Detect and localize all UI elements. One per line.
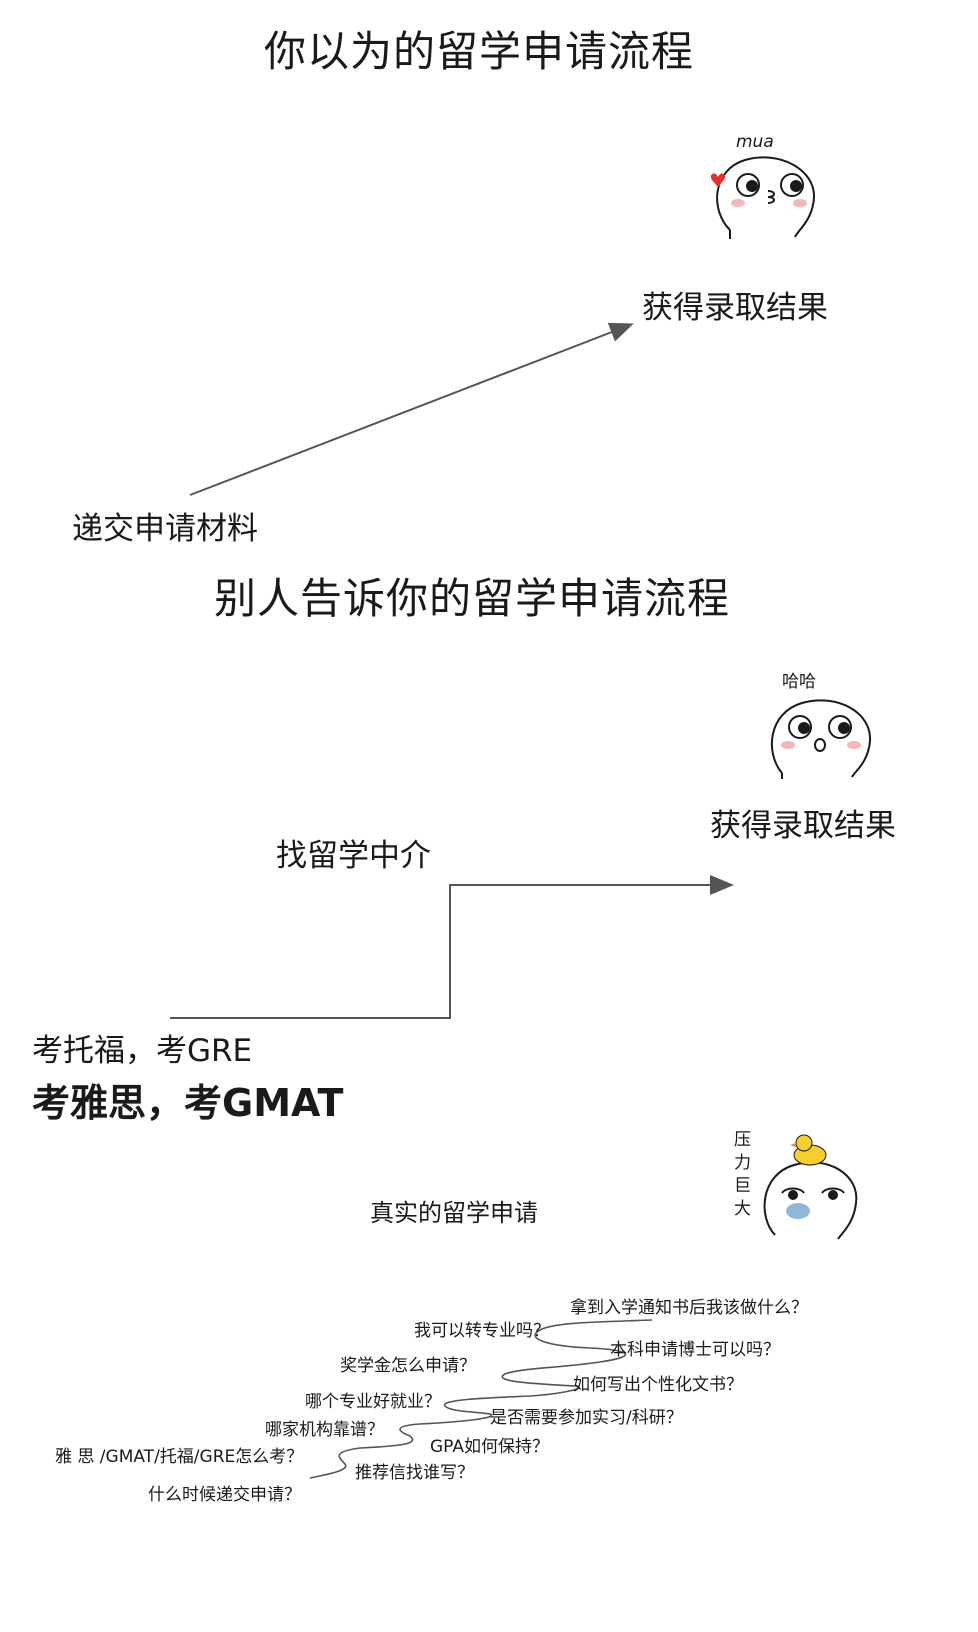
panel2-title: 别人告诉你的留学申请流程 xyxy=(214,574,731,623)
panel3-squiggle xyxy=(309,1319,653,1479)
panel1-arrow xyxy=(189,322,634,496)
panel2-step-label: 找留学中介 xyxy=(276,838,431,874)
question-1: 我可以转专业吗？ xyxy=(414,1321,550,1341)
panel1-start-label: 递交申请材料 xyxy=(72,511,258,547)
face1-text: mua xyxy=(736,132,774,152)
kissing-face-icon: mua xyxy=(700,125,830,245)
question-9: 雅 思 /GMAT/托福/GRE怎么考？ xyxy=(55,1447,304,1467)
face2-text: 哈哈 xyxy=(782,672,816,692)
svg-text:压: 压 xyxy=(734,1130,751,1150)
panel2-end-label: 获得录取结果 xyxy=(710,808,896,844)
laughing-face-icon: 哈哈 xyxy=(760,665,890,785)
svg-text:大: 大 xyxy=(734,1199,751,1219)
svg-text:巨: 巨 xyxy=(734,1176,751,1196)
svg-text:力: 力 xyxy=(734,1153,751,1173)
question-4: 如何写出个性化文书？ xyxy=(573,1375,743,1395)
question-11: 什么时候递交申请？ xyxy=(148,1485,301,1505)
panel1-end-label: 获得录取结果 xyxy=(642,290,828,326)
question-8: GPA如何保持？ xyxy=(430,1437,549,1457)
question-6: 是否需要参加实习/科研？ xyxy=(490,1408,683,1428)
question-7: 哪家机构靠谱？ xyxy=(265,1420,384,1440)
question-10: 推荐信找谁写？ xyxy=(355,1463,474,1483)
panel3-title: 真实的留学申请 xyxy=(370,1199,538,1227)
question-0: 拿到入学通知书后我该做什么？ xyxy=(570,1298,808,1318)
question-3: 奖学金怎么申请？ xyxy=(340,1356,476,1376)
question-2: 本科申请博士可以吗？ xyxy=(610,1340,780,1360)
stressed-face-with-duck-icon: 压 力 巨 大 xyxy=(730,1125,870,1245)
panel2-start-label-2: 考雅思，考GMAT xyxy=(32,1081,344,1125)
question-5: 哪个专业好就业？ xyxy=(305,1392,441,1412)
panel2-step-arrow xyxy=(170,875,734,1019)
panel2-start-label-1: 考托福，考GRE xyxy=(32,1033,253,1069)
panel1-title: 你以为的留学申请流程 xyxy=(264,27,695,76)
